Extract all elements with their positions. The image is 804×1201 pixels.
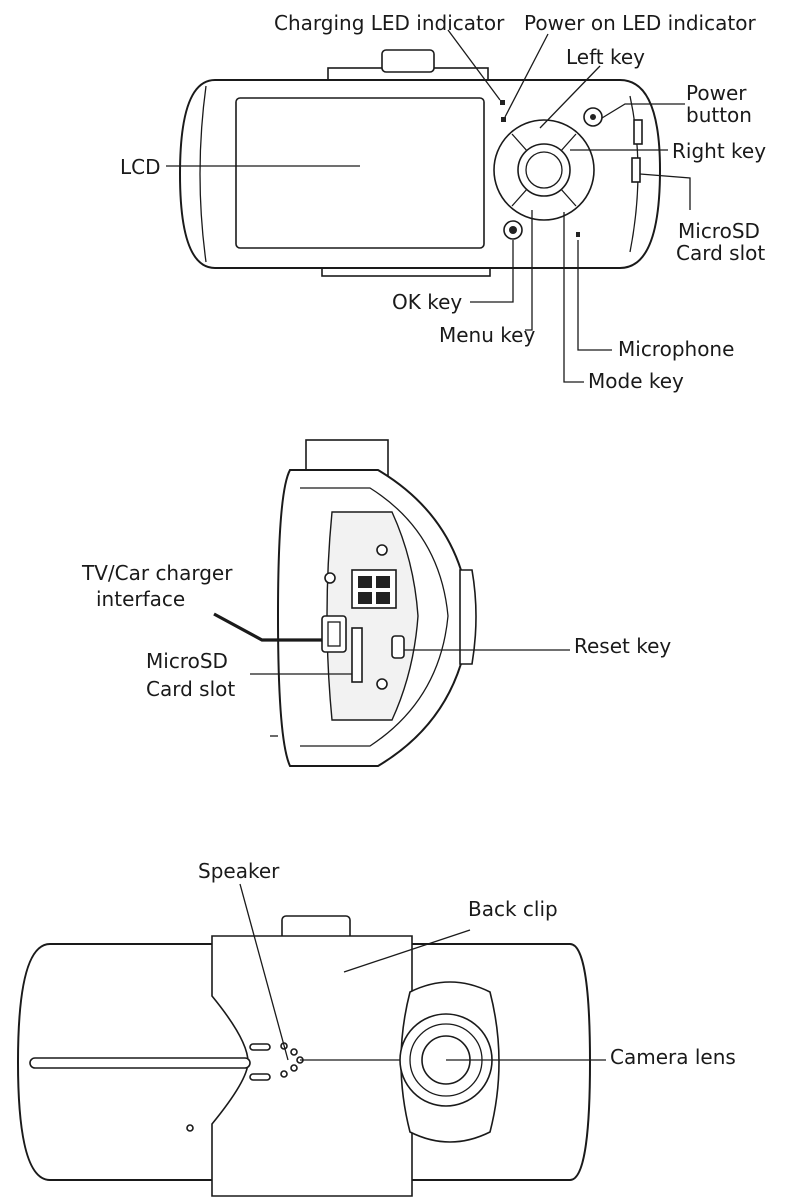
side-screw-bottom: [376, 678, 388, 690]
front-microsd-slot: [631, 157, 641, 183]
side-view: TV/Car charger interface MicroSD Card sl…: [81, 439, 671, 767]
speaker-hole-4: [290, 1064, 298, 1072]
label-side-microsd-line1: MicroSD: [146, 649, 228, 673]
side-connector-pin-1: [358, 576, 372, 588]
label-power-button-line2: button: [686, 103, 752, 127]
back-slot: [29, 1057, 251, 1069]
leader-left-key: [539, 65, 601, 129]
power-button-dot: [590, 114, 596, 120]
front-side-port: [633, 119, 643, 145]
label-mode-key: Mode key: [588, 369, 684, 393]
front-view: Charging LED indicator Power on LED indi…: [120, 11, 766, 393]
ok-key-dot: [509, 226, 517, 234]
side-lens-bump: [459, 569, 477, 665]
front-left-cap: [199, 85, 207, 263]
side-microsd-slot[interactable]: [351, 627, 363, 683]
label-microsd-line1: MicroSD: [678, 219, 760, 243]
speaker-slot-1: [249, 1043, 271, 1051]
leader-menu-key: [525, 210, 533, 331]
label-reset-key: Reset key: [574, 634, 671, 658]
microphone-hole: [576, 232, 580, 237]
side-inner-arc: [300, 487, 449, 747]
label-tv-charger-line2: interface: [96, 587, 185, 611]
leader-speaker: [239, 883, 289, 1061]
speaker-hole-2: [290, 1048, 298, 1056]
front-top-knob: [381, 49, 435, 73]
label-microphone: Microphone: [618, 337, 734, 361]
d-pad-center-inner: [525, 151, 563, 189]
label-speaker: Speaker: [198, 859, 280, 883]
back-small-hole: [186, 1124, 194, 1132]
side-connector-pin-2: [376, 576, 390, 588]
leader-back-clip: [343, 929, 471, 973]
speaker-slot-2: [249, 1073, 271, 1081]
label-microsd-line2: Card slot: [676, 241, 765, 265]
side-reset-key[interactable]: [391, 635, 405, 659]
side-connector-pin-3: [358, 592, 372, 604]
side-port-panel: [326, 511, 419, 721]
label-tv-charger-line1: TV/Car charger: [81, 561, 233, 585]
label-ok-key: OK key: [392, 290, 462, 314]
label-right-key: Right key: [672, 139, 766, 163]
leader-microphone: [577, 240, 612, 351]
label-power-button-line1: Power: [686, 81, 747, 105]
leader-power-button: [601, 103, 685, 119]
leader-power-led: [504, 33, 549, 118]
side-usb-port-inner: [327, 621, 341, 647]
label-charging-led: Charging LED indicator: [274, 11, 505, 35]
leader-tv-charger: [213, 612, 322, 642]
charging-led: [500, 100, 505, 105]
side-screw-top: [376, 544, 388, 556]
back-view: Speaker Back clip Camera lens: [16, 859, 736, 1197]
label-lcd: LCD: [120, 155, 161, 179]
leader-microsd: [639, 173, 691, 210]
side-screw-left: [324, 572, 336, 584]
label-side-microsd-line2: Card slot: [146, 677, 235, 701]
lcd-screen: [235, 97, 485, 249]
power-led: [501, 117, 506, 122]
leader-charging-led: [447, 29, 501, 101]
label-left-key: Left key: [566, 45, 645, 69]
side-connector-pin-4: [376, 592, 390, 604]
label-camera-lens: Camera lens: [610, 1045, 736, 1069]
label-back-clip: Back clip: [468, 897, 558, 921]
leader-ok-key: [470, 240, 514, 303]
label-power-led: Power on LED indicator: [524, 11, 756, 35]
leader-mode-key: [563, 212, 584, 383]
label-menu-key: Menu key: [439, 323, 535, 347]
speaker-hole-3: [280, 1070, 288, 1078]
